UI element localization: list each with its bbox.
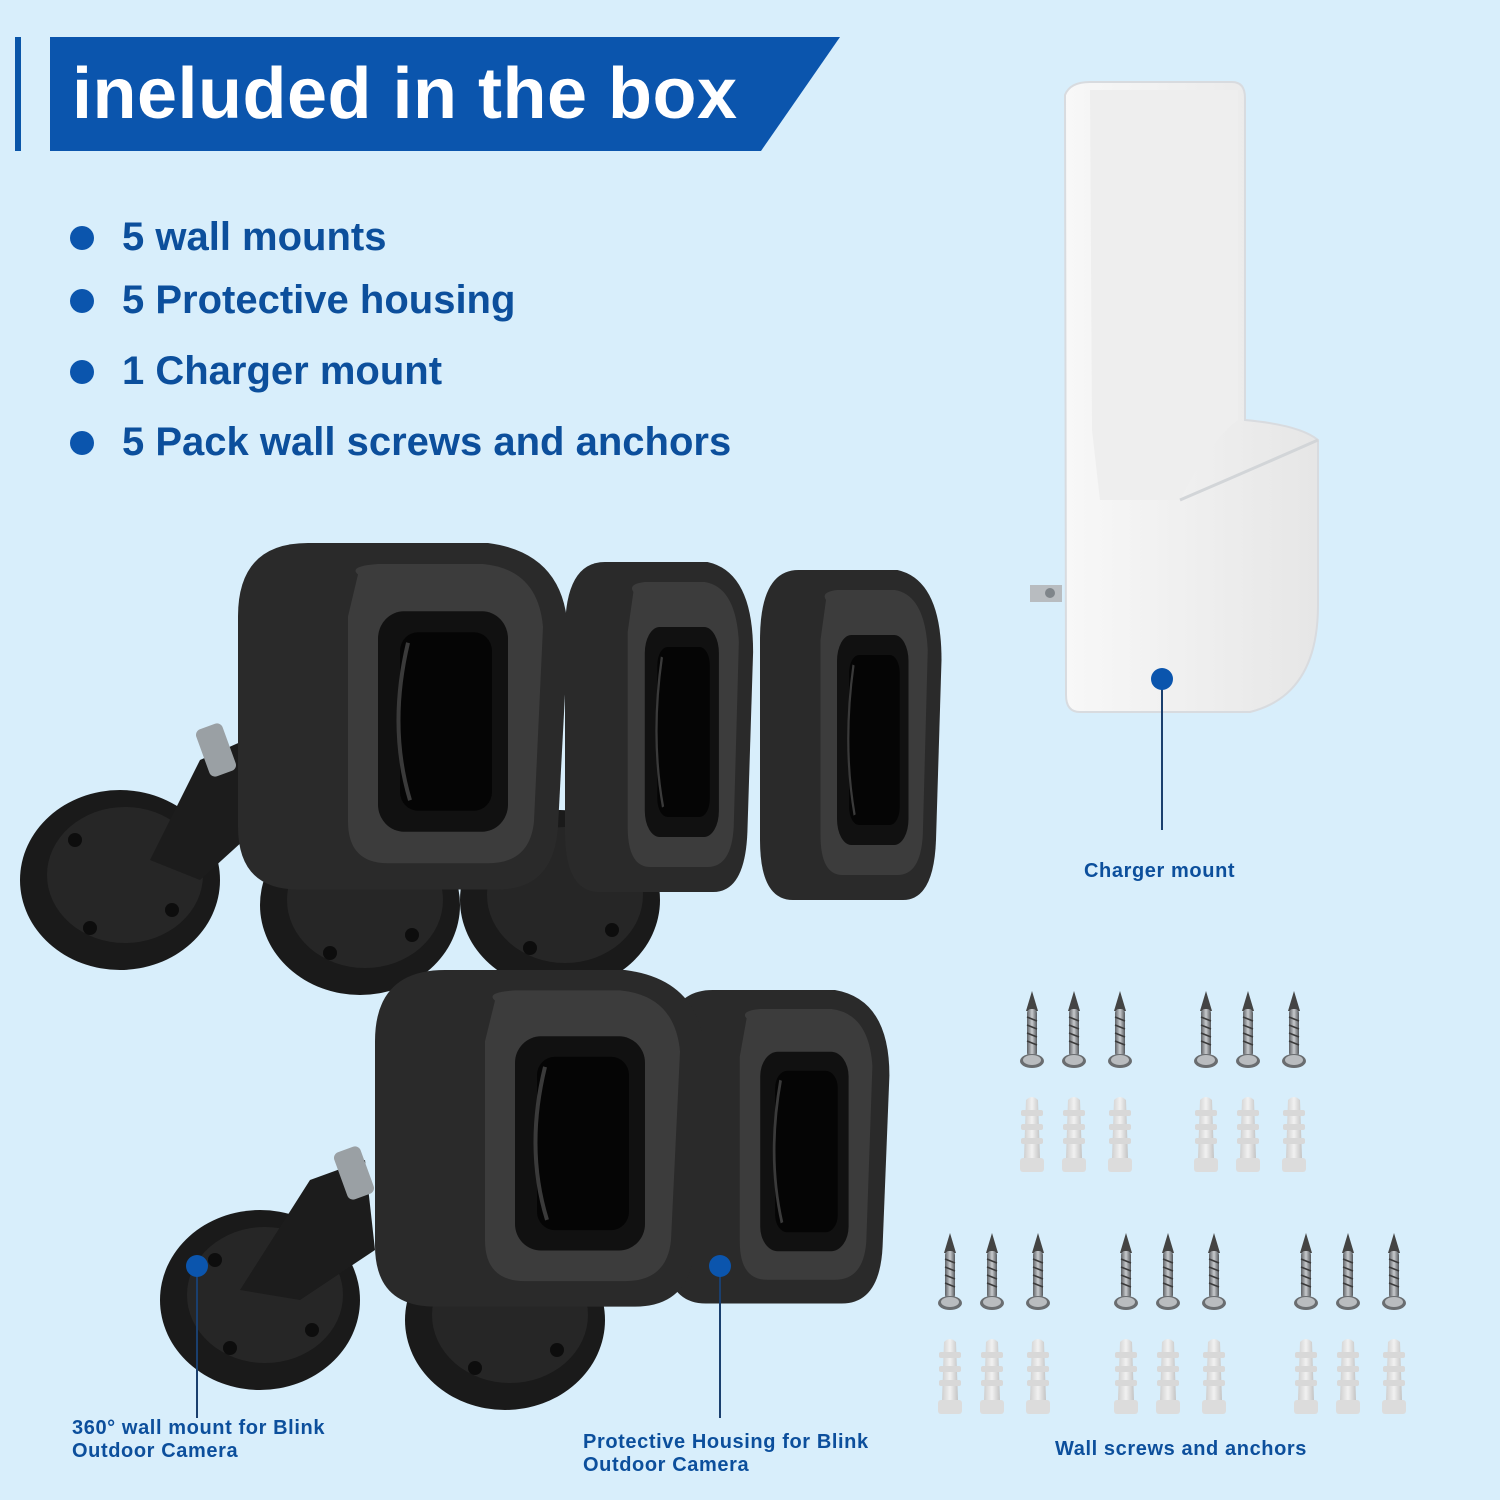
list-item-label: 5 wall mounts [122, 215, 387, 259]
header-banner [50, 37, 840, 151]
caption-line: 360° wall mount for Blink [72, 1417, 326, 1439]
caption-line: Outdoor Camera [583, 1454, 750, 1476]
caption-line: Protective Housing for Blink [583, 1431, 869, 1453]
protective-housing-image [238, 543, 944, 902]
caption-screws-anchors: Wall screws and anchors [1055, 1438, 1308, 1460]
charger-mount-image [1030, 81, 1319, 713]
bullet-icon [70, 288, 94, 313]
caption-wall-mount: 360° wall mount for Blink Outdoor Camera [72, 1417, 325, 1463]
caption-line: Outdoor Camera [72, 1440, 239, 1462]
bullet-icon [70, 359, 94, 384]
page-title: ineluded in the box [72, 54, 738, 134]
list-item-protective-housing: 5 Protective housing [70, 278, 515, 323]
header-accent-bar [15, 37, 21, 151]
list-item-wall-mounts: 5 wall mounts [70, 215, 387, 260]
caption-protective-housing: Protective Housing for Blink Outdoor Cam… [583, 1431, 869, 1477]
screws-anchors-image [938, 991, 1406, 1414]
bullet-icon [70, 225, 94, 250]
list-item-charger-mount: 1 Charger mount [70, 349, 442, 394]
wall-mount-image [20, 723, 255, 970]
list-item-label: 1 Charger mount [122, 349, 443, 393]
list-item-screws-anchors: 5 Pack wall screws and anchors [70, 420, 731, 465]
list-item-label: 5 Protective housing [122, 278, 516, 322]
caption-charger-mount: Charger mount [1084, 860, 1236, 882]
list-item-label: 5 Pack wall screws and anchors [122, 420, 732, 464]
bullet-icon [70, 430, 94, 455]
